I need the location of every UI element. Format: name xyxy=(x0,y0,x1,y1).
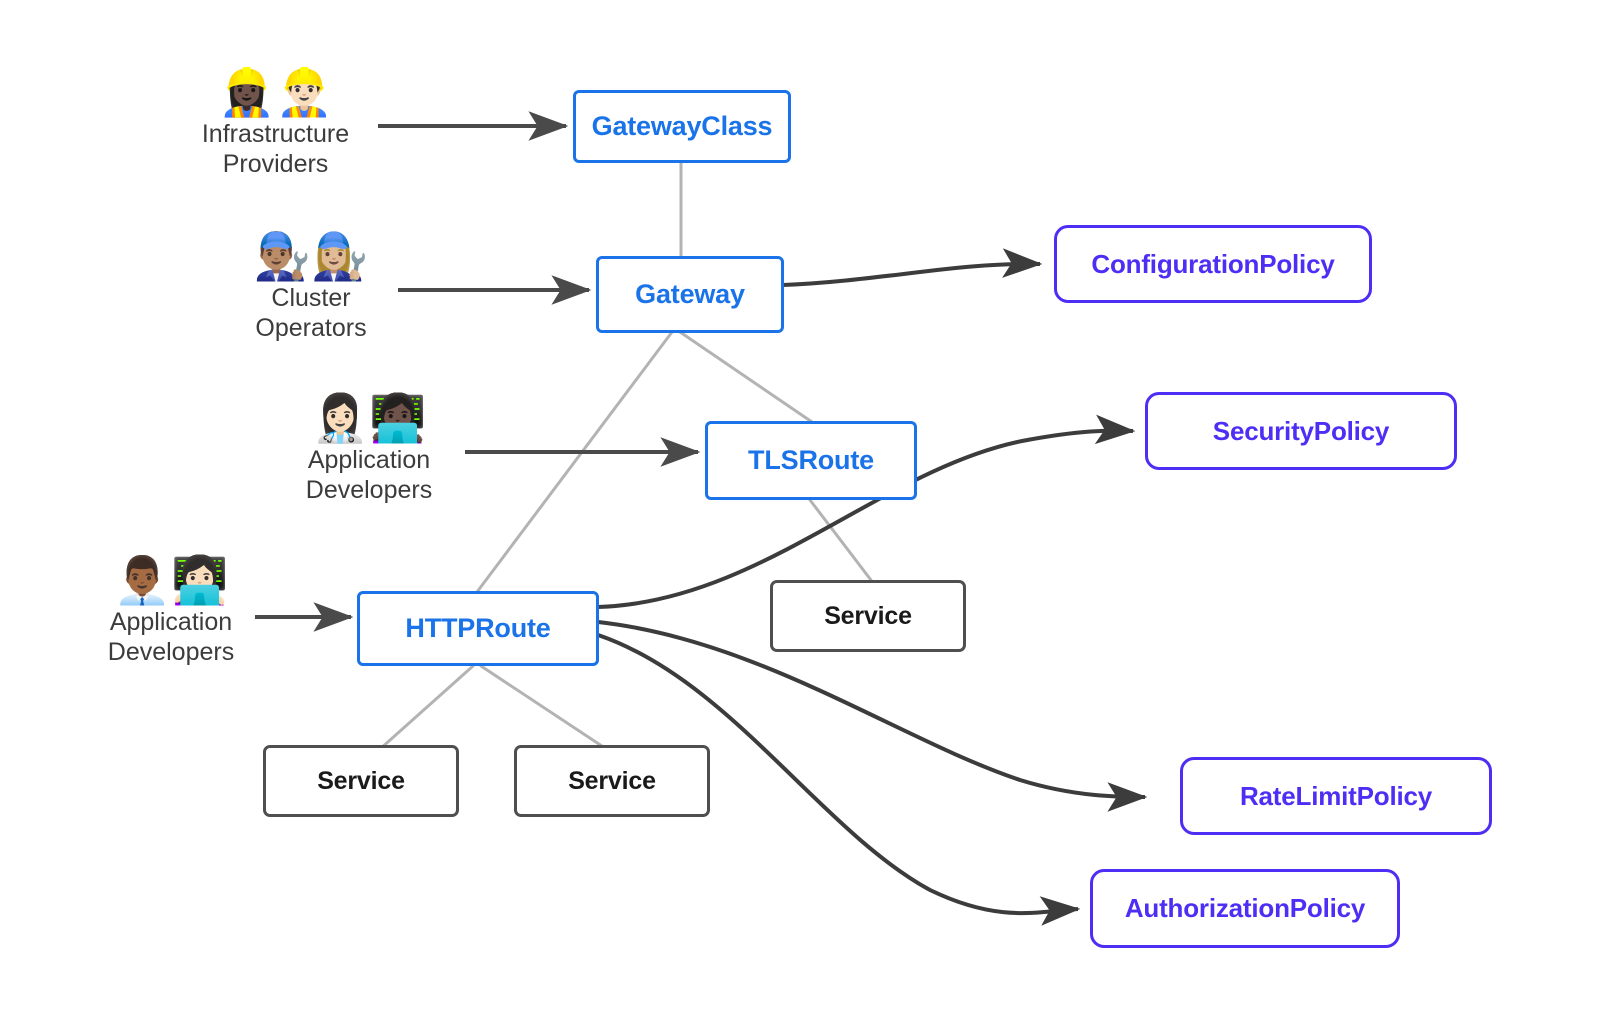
edge-gateway-configurationpolicy xyxy=(782,248,1043,287)
node-label: ConfigurationPolicy xyxy=(1091,248,1335,279)
node-service-tls[interactable]: Service xyxy=(770,580,966,652)
application-developers-icon: 👩🏻‍⚕️👩🏿‍💻 xyxy=(311,391,427,445)
node-label: SecurityPolicy xyxy=(1212,415,1390,446)
node-label: Service xyxy=(568,766,656,795)
node-label: AuthorizationPolicy xyxy=(1124,893,1366,923)
node-service-http-1[interactable]: Service xyxy=(263,745,459,817)
edge-gateway-tlsroute xyxy=(678,330,814,424)
node-label: TLSRoute xyxy=(748,445,874,475)
node-label: Service xyxy=(824,601,912,630)
node-ratelimitpolicy[interactable]: RateLimitPolicy xyxy=(1180,757,1492,835)
node-gateway[interactable]: Gateway xyxy=(596,256,784,333)
node-label: RateLimitPolicy xyxy=(1239,780,1433,811)
persona-application-developers-tls: 👩🏻‍⚕️👩🏿‍💻 Application Developers xyxy=(288,394,450,505)
persona-label: Cluster Operators xyxy=(255,284,367,342)
node-label: HTTPRoute xyxy=(405,613,551,643)
node-authorizationpolicy[interactable]: AuthorizationPolicy xyxy=(1090,869,1400,948)
persona-label: Infrastructure Providers xyxy=(201,120,350,178)
persona-label: Application Developers xyxy=(107,608,235,666)
cluster-operators-icon: 👨🏽‍🔧👩🏼‍🔧 xyxy=(253,229,369,283)
node-tlsroute[interactable]: TLSRoute xyxy=(705,421,917,500)
infrastructure-providers-icon: 👷🏿‍♀️👷🏻‍♂️ xyxy=(218,65,333,119)
node-label: Service xyxy=(317,766,405,795)
persona-cluster-operators: 👨🏽‍🔧👩🏼‍🔧 Cluster Operators xyxy=(231,232,391,343)
edge-tlsroute-service xyxy=(808,498,879,590)
application-developers-icon: 👨🏾‍💼👩🏻‍💻 xyxy=(113,553,229,607)
persona-application-developers-http: 👨🏾‍💼👩🏻‍💻 Application Developers xyxy=(90,556,252,667)
node-label: GatewayClass xyxy=(591,111,773,141)
node-securitypolicy[interactable]: SecurityPolicy xyxy=(1145,392,1457,470)
node-service-http-2[interactable]: Service xyxy=(514,745,710,817)
node-configurationpolicy[interactable]: ConfigurationPolicy xyxy=(1054,225,1372,303)
edge-gateway-httproute xyxy=(475,330,674,594)
persona-infrastructure-providers: 👷🏿‍♀️👷🏻‍♂️ Infrastructure Providers xyxy=(193,68,358,179)
persona-label: Application Developers xyxy=(305,446,433,504)
node-httproute[interactable]: HTTPRoute xyxy=(357,591,599,666)
node-gatewayclass[interactable]: GatewayClass xyxy=(573,90,791,163)
node-label: Gateway xyxy=(635,279,745,309)
